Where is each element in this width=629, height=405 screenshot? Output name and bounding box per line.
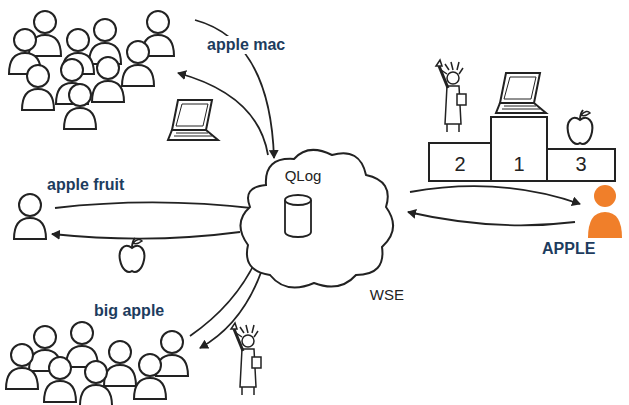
- apple-icon: [120, 238, 145, 272]
- search-engine-cloud: WSE QLog: [236, 145, 408, 305]
- podium-step: 1: [490, 116, 548, 182]
- query-log-database: QLog: [272, 167, 334, 243]
- statue-icon: [436, 60, 466, 132]
- podium-step: 2: [428, 142, 492, 182]
- flow-label: APPLE: [540, 240, 597, 258]
- rank-number: 3: [575, 153, 586, 180]
- query-user: [588, 185, 622, 238]
- statue-icon: [231, 323, 261, 395]
- cloud-label: WSE: [370, 286, 404, 303]
- crowd-bottom: [6, 322, 188, 405]
- apple-icon: [568, 110, 593, 144]
- cylinder-symbol: [283, 193, 313, 239]
- crowd-top: [9, 11, 174, 129]
- laptop-icon: [168, 100, 218, 140]
- cloud-outline: [236, 145, 408, 305]
- database-label: QLog: [272, 167, 334, 184]
- flow-label: apple mac: [205, 36, 287, 54]
- podium-step: 3: [546, 148, 616, 182]
- single-user: [14, 194, 46, 239]
- laptop-icon: [496, 73, 546, 113]
- flow-arrows: [52, 20, 580, 348]
- rank-number: 1: [513, 153, 524, 180]
- flow-label: apple fruit: [45, 176, 126, 194]
- rank-number: 2: [454, 153, 465, 180]
- flow-label: big apple: [92, 302, 166, 320]
